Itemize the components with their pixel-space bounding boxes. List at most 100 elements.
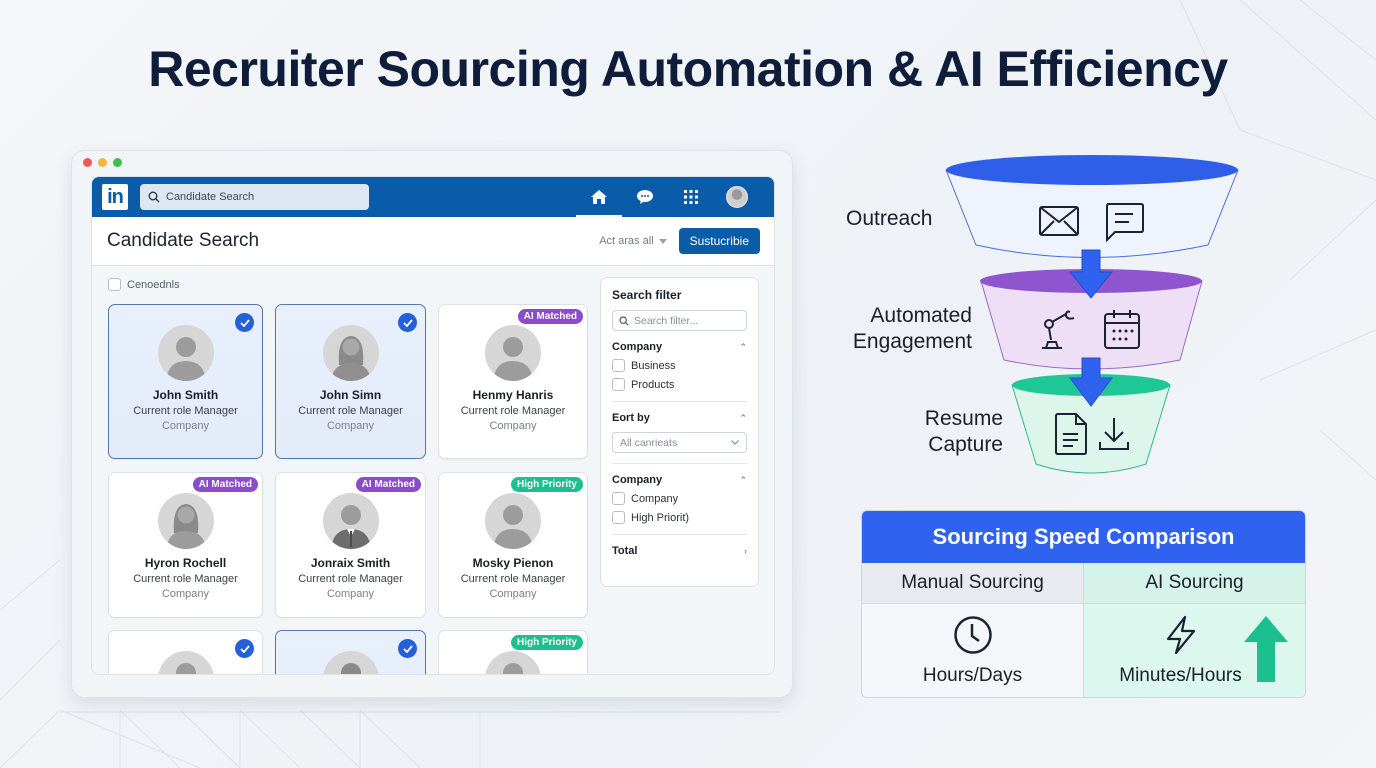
act-as-dropdown[interactable]: Act aras all bbox=[599, 235, 667, 247]
filter-option-business[interactable]: Business bbox=[612, 359, 747, 372]
candidate-card[interactable]: AI Matched Hyron Rochell Current role Ma… bbox=[108, 472, 263, 618]
avatar-female bbox=[157, 493, 214, 549]
candidate-name: Hyron Rochell bbox=[144, 556, 227, 570]
apps-grid-icon bbox=[684, 190, 698, 204]
selected-check-icon[interactable] bbox=[398, 639, 417, 658]
chevron-up-icon[interactable]: ⌃ bbox=[739, 341, 747, 352]
candidate-company: Company bbox=[489, 420, 537, 432]
top-navbar: in Candidate Search bbox=[92, 177, 774, 217]
sourcing-speed-comparison: Sourcing Speed Comparison Manual Sourcin… bbox=[861, 510, 1306, 698]
avatar-male bbox=[322, 651, 379, 674]
funnel-label-outreach: Outreach bbox=[846, 207, 933, 230]
checkbox[interactable] bbox=[612, 511, 625, 524]
candidate-card[interactable] bbox=[275, 630, 426, 674]
comparison-value-row: Hours/Days Minutes/Hours bbox=[862, 604, 1305, 697]
manual-sourcing-header: Manual Sourcing bbox=[862, 563, 1084, 604]
select-all-checkbox[interactable] bbox=[108, 278, 121, 291]
ai-sourcing-value: Minutes/Hours bbox=[1119, 665, 1242, 686]
header-actions: Act aras all Sustucribie bbox=[599, 228, 760, 254]
ai-matched-badge: AI Matched bbox=[192, 477, 258, 492]
candidate-role: Current role Manager bbox=[460, 405, 566, 417]
manual-sourcing-value: Hours/Days bbox=[922, 665, 1023, 686]
manual-sourcing-value-cell: Hours/Days bbox=[862, 604, 1084, 697]
candidate-card[interactable]: High Priority Mosky Pienon Current role … bbox=[438, 472, 588, 618]
candidate-role: Current role Manager bbox=[460, 573, 566, 585]
filter-section-company-2[interactable]: Company ⌃ bbox=[612, 474, 747, 486]
checkbox[interactable] bbox=[612, 492, 625, 505]
divider bbox=[612, 463, 747, 464]
avatar-male bbox=[485, 325, 541, 381]
window-controls bbox=[83, 158, 122, 167]
page-headline: Recruiter Sourcing Automation & AI Effic… bbox=[148, 41, 1228, 97]
selected-check-icon[interactable] bbox=[235, 313, 254, 332]
high-priority-badge: High Priority bbox=[510, 635, 583, 650]
chevron-down-icon bbox=[658, 238, 667, 244]
avatar-female bbox=[322, 325, 379, 381]
search-icon bbox=[619, 315, 629, 326]
funnel-label-resume: Resume Capture bbox=[903, 406, 1003, 458]
filter-title: Search filter bbox=[612, 288, 682, 302]
linkedin-app: in Candidate Search bbox=[91, 176, 775, 675]
subscribe-button[interactable]: Sustucribie bbox=[678, 228, 760, 254]
global-search-input[interactable]: Candidate Search bbox=[140, 184, 369, 210]
filter-option-products[interactable]: Products bbox=[612, 378, 747, 391]
browser-window: in Candidate Search bbox=[71, 150, 793, 698]
candidate-card[interactable]: John Simn Current role Manager Company bbox=[275, 304, 426, 459]
filter-option-company[interactable]: Company bbox=[612, 492, 747, 505]
section-label: Total bbox=[612, 545, 638, 557]
candidate-role: Current role Manager bbox=[133, 573, 238, 585]
checkbox[interactable] bbox=[612, 378, 625, 391]
filter-section-company[interactable]: Company ⌃ bbox=[612, 341, 747, 353]
avatar-male-suit bbox=[322, 493, 379, 549]
filter-option-high-priority[interactable]: High Priorit) bbox=[612, 511, 747, 524]
candidate-role: Current role Manager bbox=[298, 573, 403, 585]
selected-check-icon[interactable] bbox=[235, 639, 254, 658]
candidate-card[interactable]: John Smith Current role Manager Company bbox=[108, 304, 263, 459]
nav-apps[interactable] bbox=[668, 177, 714, 217]
download-icon bbox=[1099, 418, 1129, 450]
option-label: Business bbox=[631, 359, 676, 372]
ai-matched-badge: AI Matched bbox=[355, 477, 421, 492]
chevron-up-icon[interactable]: ⌃ bbox=[739, 412, 747, 423]
candidate-card[interactable] bbox=[108, 630, 263, 674]
option-label: Products bbox=[631, 378, 675, 391]
act-as-label: Act aras all bbox=[599, 235, 654, 247]
close-window-button[interactable] bbox=[83, 158, 92, 167]
candidate-company: Company bbox=[326, 588, 375, 600]
nav-profile[interactable] bbox=[714, 177, 760, 217]
sourcing-funnel bbox=[945, 155, 1239, 474]
funnel-label-engagement: Automated Engagement bbox=[842, 303, 972, 355]
chevron-right-icon[interactable]: › bbox=[744, 546, 747, 556]
nav-messaging[interactable] bbox=[622, 177, 668, 217]
nav-home[interactable] bbox=[576, 177, 622, 217]
label-line: Automated bbox=[870, 304, 972, 327]
maximize-window-button[interactable] bbox=[113, 158, 122, 167]
arrow-up-icon bbox=[1244, 616, 1288, 682]
comparison-header-row: Manual Sourcing AI Sourcing bbox=[862, 563, 1305, 604]
profile-avatar[interactable] bbox=[726, 186, 748, 208]
selected-check-icon[interactable] bbox=[398, 313, 417, 332]
sort-by-select[interactable]: All canrieats bbox=[612, 432, 747, 453]
nav-icon-group bbox=[576, 177, 760, 217]
chevron-up-icon[interactable]: ⌃ bbox=[739, 474, 747, 485]
avatar-male bbox=[485, 493, 541, 549]
checkbox[interactable] bbox=[612, 359, 625, 372]
candidate-name: Mosky Pienon bbox=[472, 556, 554, 570]
filter-section-total[interactable]: Total › bbox=[612, 545, 747, 557]
select-all[interactable]: Cenoednls bbox=[108, 278, 180, 291]
candidate-card[interactable]: High Priority bbox=[438, 630, 588, 674]
option-label: High Priorit) bbox=[631, 511, 690, 524]
candidate-company: Company bbox=[326, 420, 375, 432]
candidate-card[interactable]: AI Matched Jonraix Smith Current role Ma… bbox=[275, 472, 426, 618]
linkedin-logo[interactable]: in bbox=[102, 184, 128, 210]
minimize-window-button[interactable] bbox=[98, 158, 107, 167]
filter-search-input[interactable]: Search filter... bbox=[612, 310, 747, 331]
high-priority-badge: High Priority bbox=[510, 477, 583, 492]
ai-sourcing-header: AI Sourcing bbox=[1084, 563, 1305, 604]
search-icon bbox=[148, 191, 160, 203]
select-value: All canrieats bbox=[620, 436, 678, 449]
candidate-card[interactable]: AI Matched Henmy Hanris Current role Man… bbox=[438, 304, 588, 459]
filter-section-sort-by[interactable]: Eort by ⌃ bbox=[612, 412, 747, 424]
section-label: Company bbox=[612, 341, 663, 353]
avatar-male bbox=[485, 651, 541, 674]
